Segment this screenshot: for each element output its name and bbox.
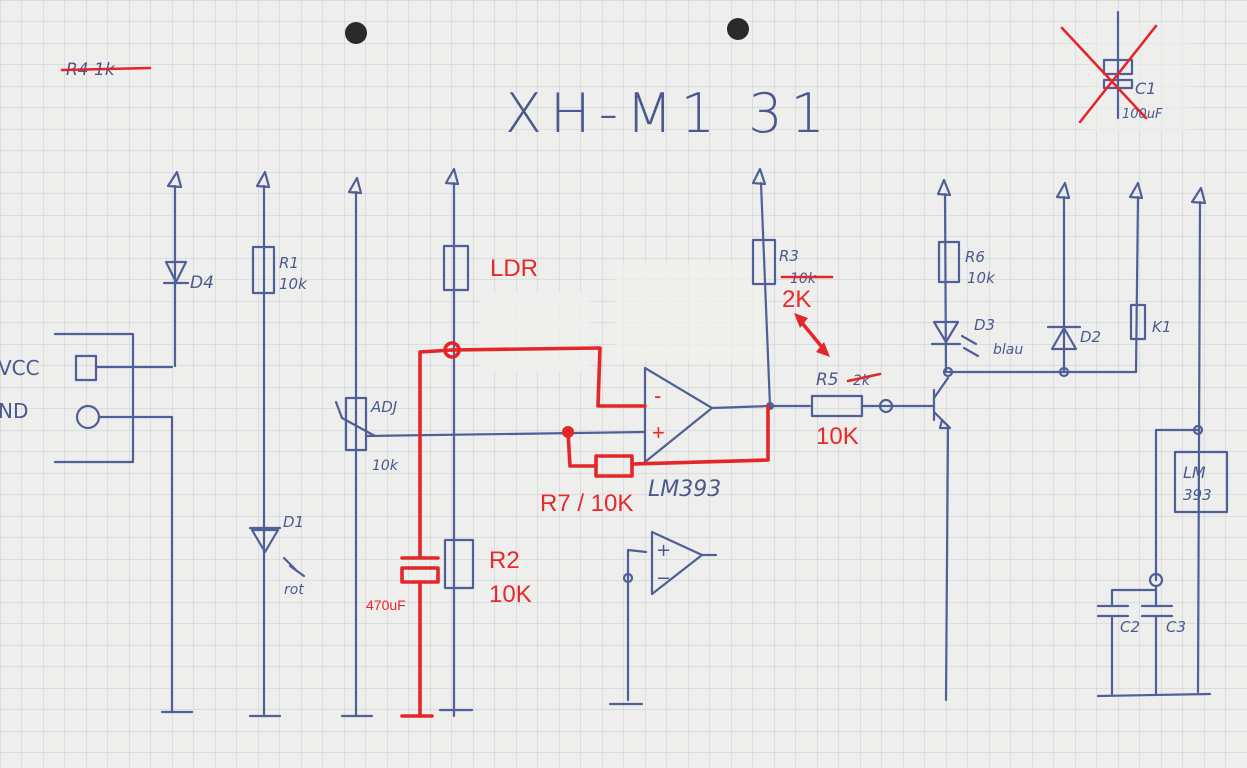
r3-label: R3 bbox=[779, 247, 799, 265]
d3-label: D3 bbox=[974, 316, 995, 334]
r1-d1-branch: R1 10k D1 rot bbox=[248, 170, 308, 718]
gnd-label: ND bbox=[0, 399, 28, 423]
r6-value: 10k bbox=[967, 269, 996, 287]
adj-value: 10k bbox=[372, 458, 399, 474]
diagram-title: XH-M1 31 bbox=[505, 82, 833, 145]
r5-new-value: 10K bbox=[816, 423, 859, 450]
d4-label: D4 bbox=[190, 273, 214, 293]
r3-old-value: 10k bbox=[790, 271, 817, 287]
r7-annotation: R7 / 10K bbox=[540, 490, 633, 517]
adj-label: ADJ bbox=[370, 398, 397, 416]
punch-hole-right bbox=[727, 18, 749, 40]
d1-color: rot bbox=[284, 582, 304, 598]
d2-label: D2 bbox=[1080, 328, 1101, 346]
r1-label: R1 bbox=[279, 254, 299, 272]
red-modifications: LDR 2K 10K R7 / 10K R2 10K 470uF - + bbox=[366, 255, 859, 718]
r5-branch: R5 2k bbox=[766, 370, 936, 418]
ic-supply: LM 393 C2 C3 bbox=[1096, 186, 1229, 698]
svg-text:C1: C1 bbox=[1135, 79, 1156, 98]
c3-label: C3 bbox=[1166, 618, 1186, 636]
transistor-stage: R6 10k D3 blau bbox=[930, 178, 1138, 702]
cap-annotation: 470uF bbox=[366, 597, 406, 613]
punch-hole-left bbox=[345, 22, 367, 44]
opamp-lm393: LM393 + − bbox=[608, 262, 772, 706]
d4-branch: D4 bbox=[160, 170, 214, 714]
svg-text:+: + bbox=[656, 540, 671, 561]
r2-annotation-name: R2 bbox=[489, 547, 520, 574]
r3-new-value: 2K bbox=[782, 286, 811, 313]
c2-label: C2 bbox=[1120, 618, 1140, 636]
ldr-annotation: LDR bbox=[490, 255, 538, 282]
minus-annotation: - bbox=[654, 383, 661, 408]
k1-label: K1 bbox=[1152, 318, 1171, 336]
d1-label: D1 bbox=[283, 513, 304, 531]
r3-branch: R3 10k bbox=[751, 167, 834, 408]
d3-color: blau bbox=[993, 342, 1023, 358]
r1-value: 10k bbox=[279, 275, 308, 293]
opamp-label: LM393 bbox=[648, 477, 721, 502]
struck-note-strike bbox=[60, 66, 152, 72]
plus-annotation: + bbox=[652, 420, 665, 445]
r2-annotation-value: 10K bbox=[489, 581, 532, 608]
r5-label: R5 bbox=[816, 370, 839, 390]
relay-stage: D2 K1 bbox=[1046, 181, 1171, 374]
adj-pot-branch: ADJ 10k bbox=[334, 176, 647, 718]
r6-label: R6 bbox=[965, 248, 985, 266]
struck-capacitor-c1: C1 100uF bbox=[1060, 10, 1190, 132]
ic-label-1: LM bbox=[1183, 463, 1206, 482]
svg-text:−: − bbox=[656, 568, 671, 589]
ldr-branch bbox=[438, 167, 475, 718]
power-connector: VCC ND bbox=[0, 332, 174, 714]
ic-label-2: 393 bbox=[1183, 486, 1212, 504]
vcc-label: VCC bbox=[0, 356, 40, 380]
